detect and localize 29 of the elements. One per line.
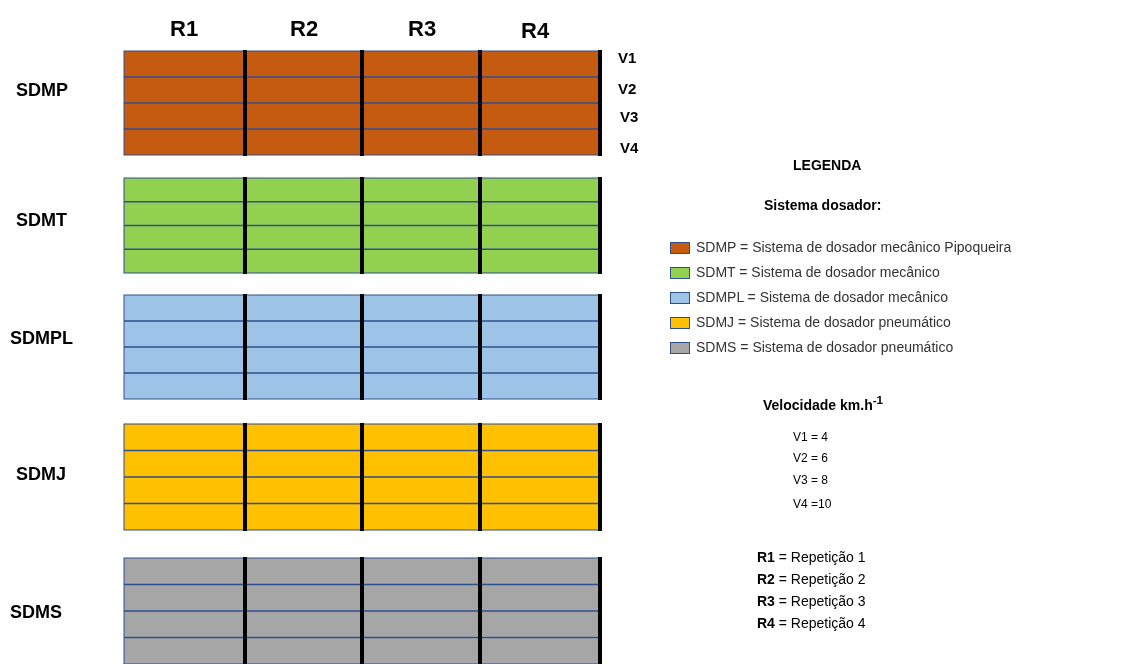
column-header: R4 [521, 18, 550, 44]
repetition-definition: R3 = Repetição 3 [757, 593, 866, 609]
legend-subtitle: Velocidade km.h$^{-1}$ [763, 393, 884, 413]
row-label: SDMJ [16, 464, 66, 485]
repetition-definition: R4 = Repetição 4 [757, 615, 866, 631]
legend-text: SDMJ = Sistema de dosador pneumático [696, 314, 951, 330]
speed-definition: V1 = 4 [793, 430, 829, 444]
row-label: SDMP [16, 80, 68, 101]
speed-definition: V4 =10 [793, 497, 832, 511]
repetition-definition: R1 = Repetição 1 [757, 549, 866, 565]
speed-label: V2 [618, 80, 637, 97]
repetition-definition: R2 = Repetição 2 [757, 571, 866, 587]
column-header: R3 [408, 16, 437, 42]
row-label: SDMT [16, 210, 67, 231]
speed-label: V4 [620, 139, 639, 156]
column-header: R1 [170, 16, 199, 42]
legend-text: SDMPL = Sistema de dosador mecânico [696, 289, 948, 305]
legend-subtitle: Sistema dosador: [764, 197, 882, 213]
legend-text: SDMT = Sistema de dosador mecânico [696, 264, 940, 280]
speed-label: V1 [618, 49, 637, 66]
legend-title: LEGENDA [793, 157, 862, 173]
speed-label: V3 [620, 108, 639, 125]
speed-definition: V3 = 8 [793, 473, 829, 487]
row-label: SDMPL [10, 328, 73, 349]
speed-definition: V2 = 6 [793, 451, 829, 465]
row-label: SDMS [10, 602, 62, 623]
legend-text: SDMS = Sistema de dosador pneumático [696, 339, 954, 355]
column-header: R2 [290, 16, 319, 42]
legend-text: SDMP = Sistema de dosador mecânico Pipoqueira [696, 239, 1012, 255]
